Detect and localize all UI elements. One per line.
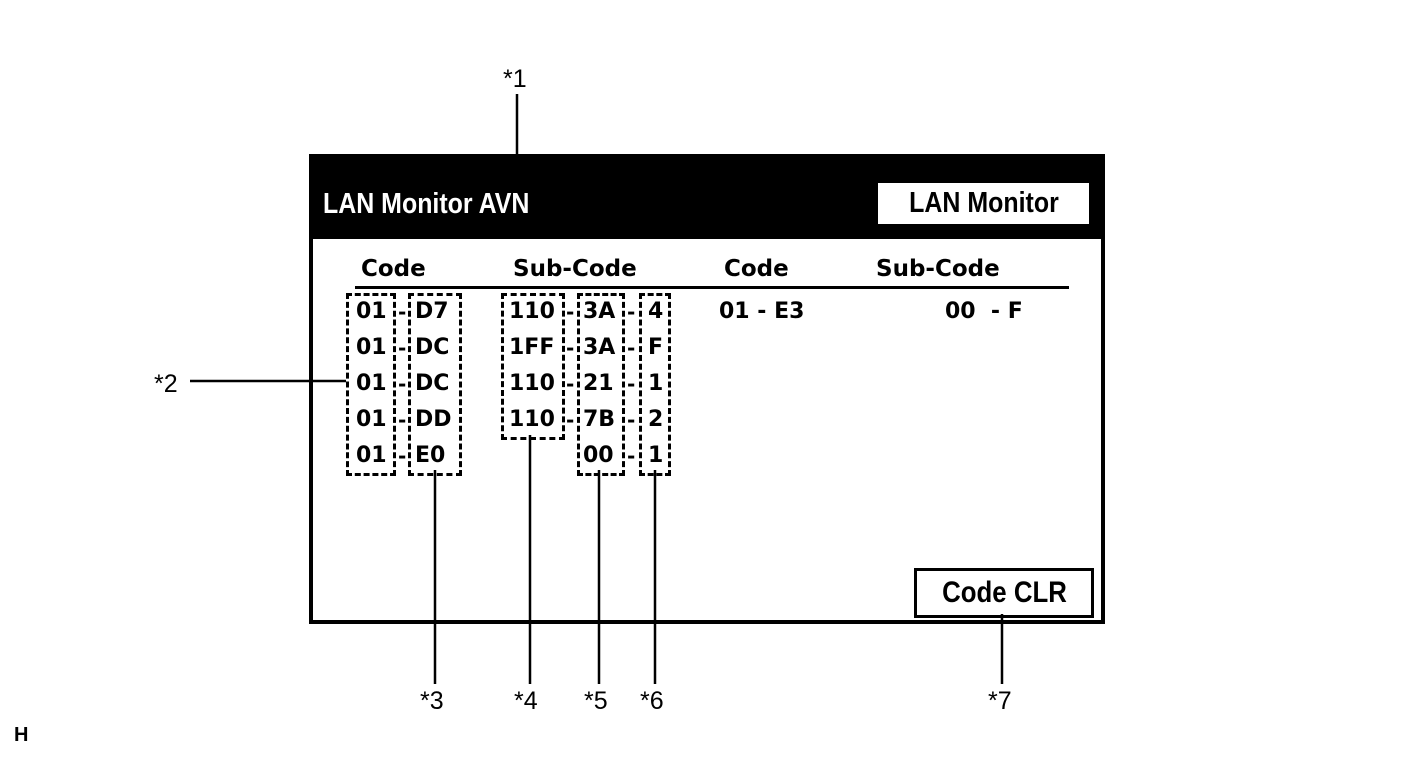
- subcode-first-value: 110: [509, 299, 555, 324]
- dash-separator: -: [398, 372, 407, 396]
- code-sub-value: E0: [415, 443, 446, 468]
- code-sub-value: D7: [415, 299, 449, 324]
- callout-4: *4: [514, 687, 538, 715]
- code-main-group-box: [346, 293, 396, 476]
- right-subcode-value: 00 - F: [945, 299, 1023, 324]
- callout-3: *3: [420, 687, 444, 715]
- subcode-first-value: 110: [509, 407, 555, 432]
- header-subcode-left: Sub-Code: [513, 256, 637, 282]
- subcode-third-value: 4: [648, 299, 664, 324]
- dash-separator: -: [627, 408, 636, 432]
- dash-separator: -: [566, 300, 575, 324]
- callout-6: *6: [640, 687, 664, 715]
- code-clr-button[interactable]: Code CLR: [914, 568, 1094, 618]
- callout-2: *2: [154, 370, 178, 398]
- code-main-value: 01: [356, 407, 387, 432]
- dash-separator: -: [566, 372, 575, 396]
- subcode-second-value: 21: [583, 371, 614, 396]
- subcode-second-value: 00: [583, 443, 614, 468]
- dash-separator: -: [398, 408, 407, 432]
- subcode-second-value: 3A: [583, 335, 616, 360]
- dash-separator: -: [398, 336, 407, 360]
- subcode-third-value: 1: [648, 371, 664, 396]
- subcode-third-value: 2: [648, 407, 664, 432]
- dash-separator: -: [627, 336, 636, 360]
- subcode-first-value: 110: [509, 371, 555, 396]
- lan-monitor-tab-label: LAN Monitor: [908, 187, 1059, 219]
- subcode-first-group-box: [501, 293, 565, 440]
- code-main-value: 01: [356, 299, 387, 324]
- code-main-value: 01: [356, 443, 387, 468]
- callout-5: *5: [584, 687, 608, 715]
- code-clr-label: Code CLR: [941, 576, 1067, 609]
- subcode-second-value: 7B: [583, 407, 616, 432]
- code-sub-value: DC: [415, 371, 450, 396]
- dash-separator: -: [627, 372, 636, 396]
- dash-separator: -: [627, 444, 636, 468]
- title-bar: LAN Monitor AVN LAN Monitor: [313, 158, 1101, 239]
- callout-7: *7: [988, 687, 1012, 715]
- dash-separator: -: [566, 336, 575, 360]
- subcode-first-value: 1FF: [509, 335, 555, 360]
- lan-monitor-screen: LAN Monitor AVN LAN Monitor Code Sub-Cod…: [309, 154, 1105, 624]
- subcode-second-value: 3A: [583, 299, 616, 324]
- callout-1: *1: [503, 65, 527, 93]
- code-main-value: 01: [356, 371, 387, 396]
- header-code-right: Code: [724, 256, 789, 282]
- dash-separator: -: [398, 444, 407, 468]
- corner-mark: H: [14, 724, 29, 746]
- dash-separator: -: [398, 300, 407, 324]
- code-sub-value: DD: [415, 407, 452, 432]
- lan-monitor-tab-button[interactable]: LAN Monitor: [878, 183, 1089, 224]
- right-code-value: 01 - E3: [719, 299, 805, 324]
- subcode-third-value: 1: [648, 443, 664, 468]
- dash-separator: -: [566, 408, 575, 432]
- subcode-second-group-box: [577, 293, 625, 476]
- header-code-left: Code: [361, 256, 426, 282]
- screen-title: LAN Monitor AVN: [323, 188, 530, 220]
- dash-separator: -: [627, 300, 636, 324]
- code-main-value: 01: [356, 335, 387, 360]
- code-sub-value: DC: [415, 335, 450, 360]
- header-divider: [355, 286, 1069, 289]
- subcode-third-value: F: [648, 335, 664, 360]
- header-subcode-right: Sub-Code: [876, 256, 1000, 282]
